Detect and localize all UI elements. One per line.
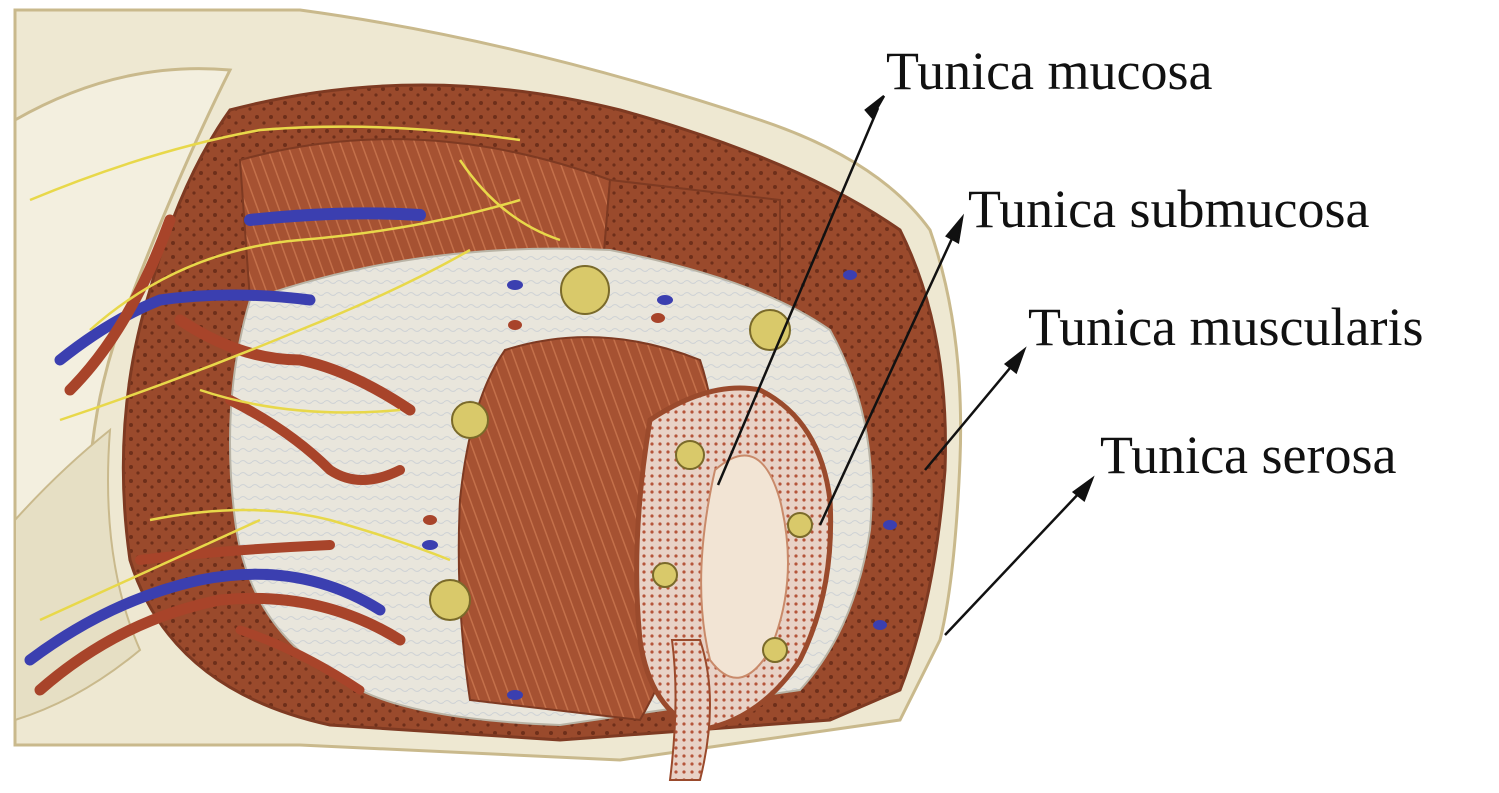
label-tunica-mucosa: Tunica mucosa (886, 44, 1212, 98)
arrowhead-submucosa (947, 218, 962, 242)
mucosa-flap (670, 640, 710, 780)
arrowhead-mucosa (866, 96, 884, 117)
label-tunica-submucosa: Tunica submucosa (968, 182, 1370, 236)
arrow-serosa (945, 490, 1082, 635)
label-tunica-serosa: Tunica serosa (1100, 428, 1396, 482)
label-tunica-muscularis: Tunica muscularis (1028, 300, 1423, 354)
